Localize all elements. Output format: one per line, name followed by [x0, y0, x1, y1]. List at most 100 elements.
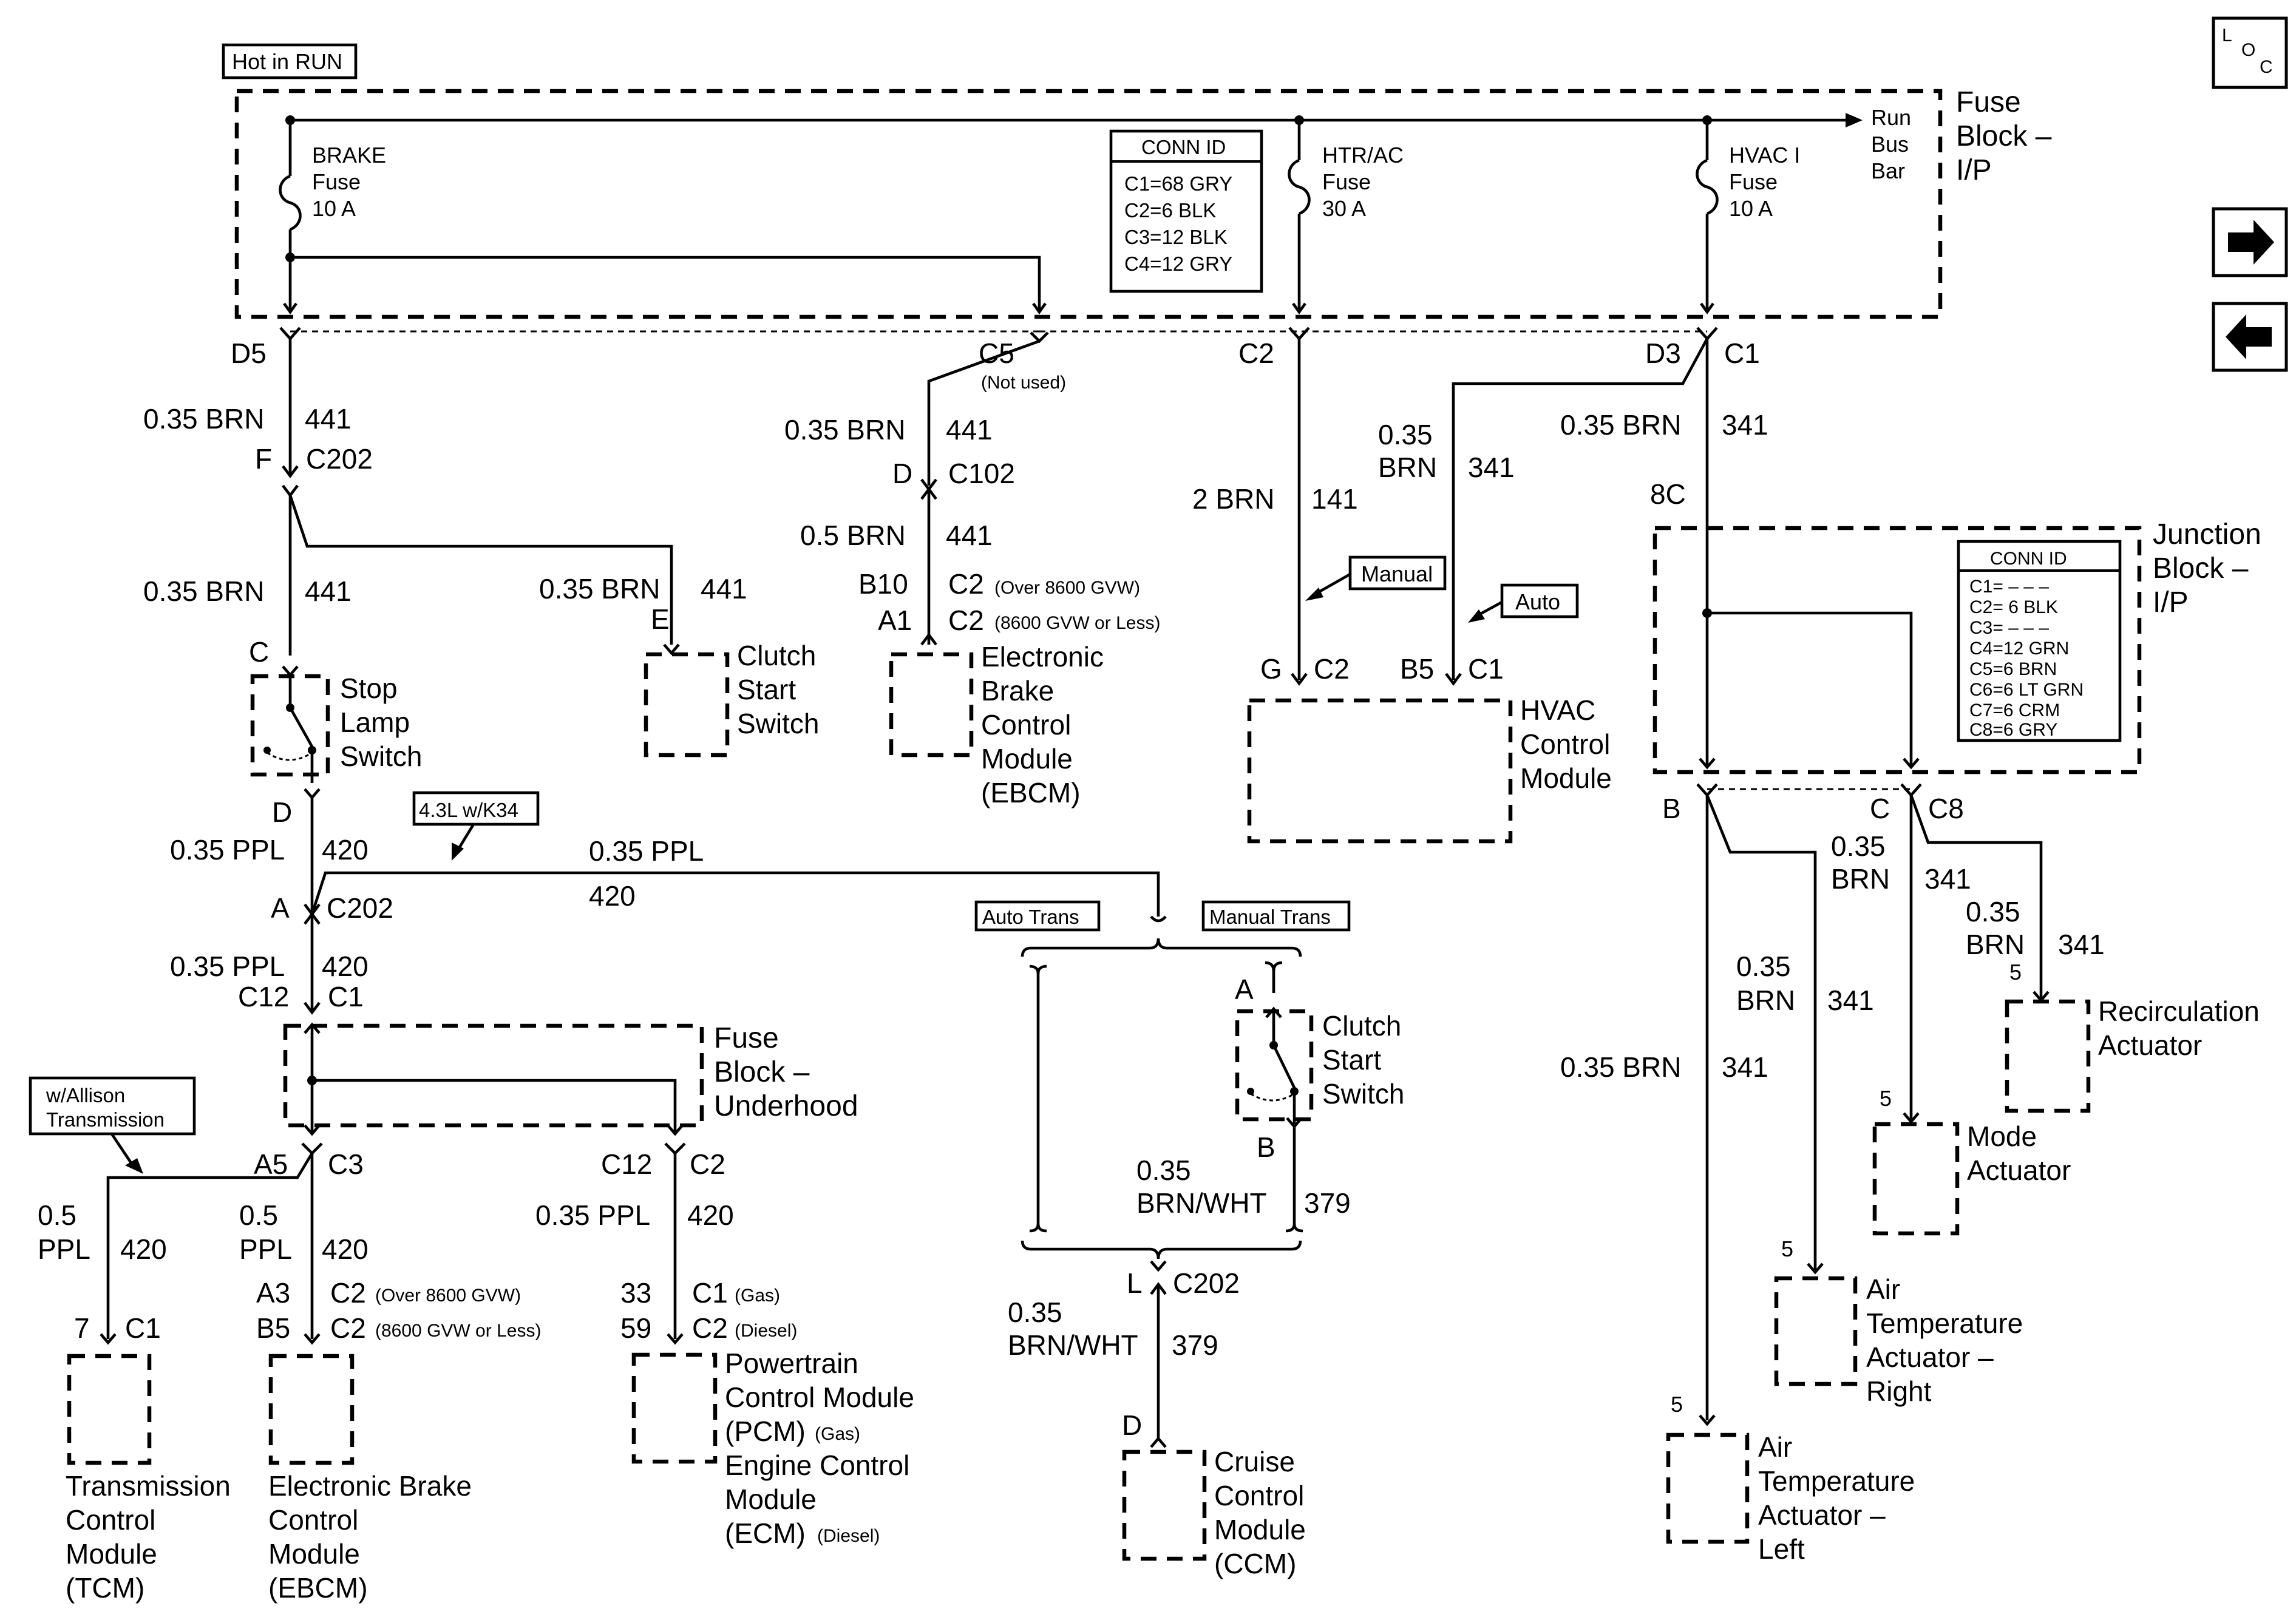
- svg-text:(Not used): (Not used): [981, 373, 1066, 393]
- svg-text:D: D: [892, 458, 912, 489]
- svg-text:(TCM): (TCM): [66, 1572, 144, 1604]
- svg-text:(CCM): (CCM): [1214, 1548, 1296, 1579]
- svg-text:BRN: BRN: [1966, 929, 2025, 960]
- svg-text:10 A: 10 A: [1729, 196, 1773, 221]
- svg-text:420: 420: [687, 1199, 734, 1231]
- svg-text:CONN ID: CONN ID: [1990, 549, 2067, 569]
- svg-text:Stop: Stop: [340, 673, 398, 704]
- svg-text:5: 5: [1671, 1392, 1683, 1417]
- svg-text:E: E: [651, 603, 670, 635]
- svg-text:C1: C1: [125, 1312, 161, 1344]
- svg-text:(Diesel): (Diesel): [735, 1321, 797, 1341]
- svg-text:59: 59: [620, 1312, 651, 1344]
- svg-text:I/P: I/P: [1956, 154, 1992, 186]
- cruise-control-module: L C202 0.35 BRN/WHT 379 D Cruise Control…: [1008, 1260, 1306, 1579]
- svg-text:0.35 PPL: 0.35 PPL: [535, 1199, 650, 1231]
- svg-text:2 BRN: 2 BRN: [1192, 483, 1274, 515]
- arrow-left-icon[interactable]: [2212, 302, 2288, 372]
- svg-text:Actuator –: Actuator –: [1758, 1499, 1886, 1531]
- svg-text:CONN ID: CONN ID: [1141, 136, 1226, 158]
- svg-text:PPL: PPL: [239, 1233, 292, 1265]
- svg-text:B: B: [1257, 1131, 1275, 1163]
- svg-text:C: C: [249, 636, 269, 668]
- transmission-control-module: 7 C1 Transmission Control Module (TCM): [66, 1312, 231, 1604]
- svg-text:BRN: BRN: [1831, 863, 1890, 895]
- svg-text:F: F: [255, 443, 272, 475]
- svg-text:C3: C3: [328, 1148, 364, 1180]
- fuse-block-ip-pins: D5 C5 (Not used) C2 D3 C1: [231, 327, 1760, 393]
- arrow-right-icon[interactable]: [2212, 207, 2288, 277]
- svg-text:C2=6 BLK: C2=6 BLK: [1124, 199, 1216, 222]
- svg-text:C202: C202: [1173, 1267, 1240, 1299]
- svg-text:B: B: [1662, 793, 1681, 824]
- svg-text:4.3L w/K34: 4.3L w/K34: [419, 799, 518, 821]
- junction-block-ip: CONN ID C1= – – – C2= 6 BLK C3= – – – C4…: [1652, 518, 2261, 775]
- svg-text:0.35: 0.35: [1966, 896, 2020, 927]
- svg-text:C102: C102: [948, 458, 1015, 489]
- trans-option-branch: Auto Trans Manual Trans A B Clutch Start…: [974, 900, 1404, 1259]
- svg-text:441: 441: [946, 414, 993, 446]
- svg-text:Fuse: Fuse: [1956, 86, 2021, 118]
- fuse-block-underhood: Fuse Block – Underhood: [283, 1022, 858, 1136]
- svg-text:C2: C2: [948, 568, 984, 600]
- svg-text:341: 341: [1827, 985, 1874, 1016]
- svg-text:BRN/WHT: BRN/WHT: [1008, 1329, 1138, 1361]
- svg-text:Fuse: Fuse: [312, 169, 361, 194]
- svg-text:0.5: 0.5: [38, 1199, 76, 1231]
- svg-text:Actuator –: Actuator –: [1866, 1341, 1994, 1373]
- svg-text:Temperature: Temperature: [1758, 1465, 1915, 1497]
- svg-text:C: C: [1870, 793, 1890, 824]
- svg-text:A1: A1: [878, 605, 912, 636]
- svg-text:0.35 BRN: 0.35 BRN: [539, 573, 660, 605]
- svg-text:Control: Control: [1520, 728, 1610, 760]
- svg-text:Switch: Switch: [340, 741, 422, 772]
- svg-text:Air: Air: [1758, 1431, 1792, 1463]
- svg-text:C1: C1: [1724, 337, 1760, 369]
- svg-text:Control: Control: [1214, 1480, 1304, 1511]
- svg-text:Clutch: Clutch: [1322, 1010, 1401, 1042]
- svg-text:Hot in RUN: Hot in RUN: [232, 49, 342, 74]
- svg-text:C3= – – –: C3= – – –: [1969, 618, 2049, 638]
- loc-icon[interactable]: L O C: [2212, 16, 2288, 89]
- svg-text:L: L: [1127, 1267, 1143, 1299]
- underhood-outputs: A5 C3 C12 C2 0.5 PPL 420 0.5 PPL 420 0.3…: [38, 1142, 734, 1339]
- svg-text:BRAKE: BRAKE: [312, 143, 386, 168]
- svg-text:w/Allison: w/Allison: [46, 1084, 125, 1107]
- svg-text:Module: Module: [725, 1483, 817, 1515]
- svg-text:Module: Module: [1520, 762, 1612, 794]
- svg-text:0.35 PPL: 0.35 PPL: [170, 834, 285, 866]
- svg-text:D5: D5: [231, 337, 267, 369]
- svg-text:33: 33: [620, 1277, 651, 1309]
- svg-text:0.35: 0.35: [1136, 1154, 1191, 1186]
- svg-text:C8: C8: [1928, 793, 1964, 824]
- svg-text:420: 420: [322, 1233, 369, 1265]
- svg-text:C2: C2: [330, 1277, 366, 1309]
- svg-text:Lamp: Lamp: [340, 707, 410, 738]
- svg-text:Module: Module: [268, 1538, 360, 1570]
- svg-text:0.35 PPL: 0.35 PPL: [170, 951, 285, 982]
- junction-block-outputs: B C C8 0.35 BRN 341 0.35 BRN 341 0.35 BR…: [1560, 783, 2105, 1420]
- svg-text:Underhood: Underhood: [714, 1090, 858, 1122]
- fuse-block-ip-conn-id-table: CONN ID C1=68 GRY C2=6 BLK C3=12 BLK C4=…: [1109, 129, 1263, 293]
- svg-text:141: 141: [1311, 483, 1358, 515]
- svg-text:Actuator: Actuator: [1967, 1154, 2071, 1186]
- svg-text:Fuse: Fuse: [1729, 169, 1778, 194]
- svg-text:C1: C1: [692, 1277, 728, 1309]
- svg-text:Start: Start: [737, 674, 796, 705]
- svg-text:7: 7: [74, 1312, 90, 1344]
- svg-text:Recirculation: Recirculation: [2098, 995, 2260, 1027]
- svg-text:5: 5: [2009, 960, 2022, 985]
- fuse-block-ip: Run Bus Bar Fuse Block – I/P BRAKE Fuse …: [234, 86, 2052, 319]
- svg-text:(PCM): (PCM): [725, 1415, 806, 1447]
- svg-text:0.35: 0.35: [1008, 1297, 1062, 1328]
- svg-text:HVAC I: HVAC I: [1729, 143, 1800, 168]
- svg-text:Auto: Auto: [1515, 589, 1560, 614]
- svg-text:(ECM): (ECM): [725, 1517, 806, 1549]
- svg-text:0.35 BRN: 0.35 BRN: [1560, 409, 1681, 441]
- svg-text:A3: A3: [256, 1277, 290, 1309]
- svg-text:Control Module: Control Module: [725, 1381, 914, 1413]
- svg-text:420: 420: [120, 1233, 167, 1265]
- svg-text:Fuse: Fuse: [714, 1022, 779, 1054]
- air-temperature-actuator-right: 5 Air Temperature Actuator – Right: [1774, 1236, 2023, 1407]
- svg-text:341: 341: [1722, 409, 1768, 441]
